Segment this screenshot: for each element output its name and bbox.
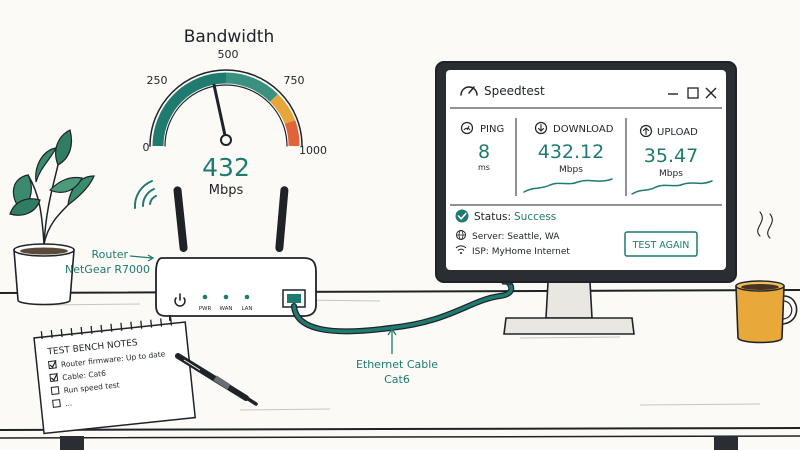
ping-icon <box>460 121 474 135</box>
test-again-label: TEST AGAIN <box>632 240 690 251</box>
upload-icon <box>639 124 653 138</box>
upload-value: 35.47 <box>644 145 698 167</box>
note-item: ... <box>52 398 73 408</box>
notepad-spiral <box>40 317 173 340</box>
server-row: Server: Seattle, WA <box>456 230 560 242</box>
steam <box>757 211 773 239</box>
gauge-tick-750: 750 <box>284 74 305 87</box>
pen <box>175 353 258 406</box>
router: PWR WAN LAN <box>155 186 317 321</box>
ping-value: 8 <box>478 141 490 163</box>
window-titlebar: Speedtest <box>450 84 722 109</box>
ping-unit: ms <box>478 163 490 172</box>
gauge-unit: Mbps <box>209 183 244 198</box>
upload-panel: UPLOAD 35.47 Mbps <box>631 124 713 195</box>
gauge-tick-250: 250 <box>147 74 168 87</box>
led-pwr <box>202 294 208 300</box>
upload-sparkline <box>631 180 713 195</box>
speedtest-window[interactable]: Speedtest PING 8 ms <box>450 84 722 257</box>
app-title: Speedtest <box>484 84 545 98</box>
antenna-right <box>275 186 289 253</box>
gauge-needle <box>212 83 228 142</box>
ping-label: PING <box>480 124 504 135</box>
router-label: Router NetGear R7000 <box>65 248 155 276</box>
checkbox-empty <box>50 386 60 395</box>
download-icon <box>534 121 548 135</box>
led-lan <box>244 294 250 300</box>
router-label-line2: NetGear R7000 <box>65 263 150 276</box>
potted-plant <box>9 129 95 306</box>
isp-text: ISP: MyHome Internet <box>472 247 570 257</box>
minimize-button[interactable] <box>666 86 680 100</box>
download-sparkline <box>523 178 613 193</box>
isp-row: ISP: MyHome Internet <box>455 245 570 257</box>
cable-label-line2: Cat6 <box>384 373 410 386</box>
upload-unit: Mbps <box>659 169 683 179</box>
maximize-button[interactable] <box>687 87 699 99</box>
gauge-title: Bandwidth <box>184 27 275 47</box>
speedometer-icon <box>460 86 478 96</box>
note-item-text: ... <box>65 398 73 408</box>
antenna-left <box>173 186 188 253</box>
gauge-hub <box>220 134 232 146</box>
wifi-icon <box>455 245 467 254</box>
bandwidth-gauge: Bandwidth 0 250 500 750 1000 432 Mbps <box>143 27 328 198</box>
download-unit: Mbps <box>559 165 583 175</box>
gauge-tick-1000: 1000 <box>299 144 327 157</box>
power-icon <box>174 293 186 307</box>
upload-label: UPLOAD <box>657 127 698 138</box>
status-label: Status: <box>474 211 511 223</box>
checkmark-icon <box>50 372 58 382</box>
gauge-tick-500: 500 <box>218 48 239 61</box>
gauge-tick-0: 0 <box>143 141 150 154</box>
download-panel: DOWNLOAD 432.12 Mbps <box>523 121 614 193</box>
server-text: Server: Seattle, WA <box>472 232 560 242</box>
status-value: Success <box>514 211 556 223</box>
wifi-signal-icon <box>133 180 157 209</box>
download-label: DOWNLOAD <box>553 124 614 135</box>
gauge-value: 432 <box>202 153 250 182</box>
led-label-pwr: PWR <box>199 306 212 312</box>
led-label-wan: WAN <box>219 306 232 312</box>
coffee-mug <box>735 211 798 344</box>
download-value: 432.12 <box>538 141 604 163</box>
cable-label: Ethernet Cable Cat6 <box>356 327 438 386</box>
globe-icon <box>456 230 466 240</box>
status-row: Status: Success <box>455 209 556 223</box>
notepad: TEST BENCH NOTES Router firmware: Up to … <box>33 317 197 435</box>
ping-panel: PING 8 ms <box>460 121 504 172</box>
router-label-line1: Router <box>92 248 129 261</box>
close-button[interactable] <box>705 87 717 99</box>
led-label-lan: LAN <box>241 306 252 312</box>
check-circle-icon <box>455 209 469 223</box>
test-again-button[interactable]: TEST AGAIN <box>624 231 698 257</box>
cable-label-line1: Ethernet Cable <box>356 358 438 371</box>
led-wan <box>223 294 229 300</box>
checkbox-empty <box>52 399 61 408</box>
checkmark-icon <box>49 360 57 369</box>
